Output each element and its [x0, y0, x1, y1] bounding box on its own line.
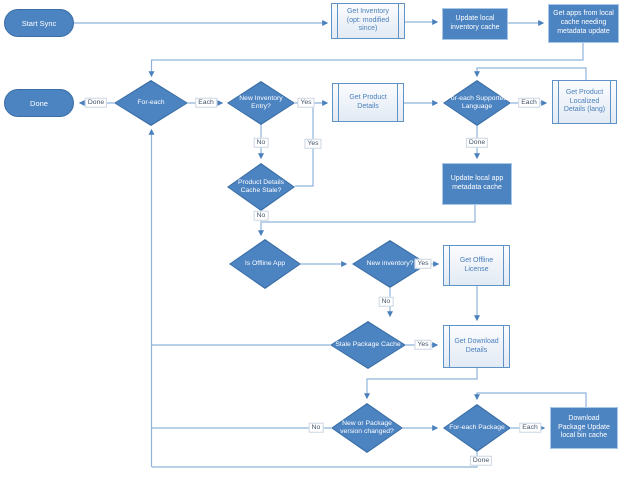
node-product-details-cache-stale: Product Details Cache Stale?: [227, 163, 295, 211]
edge-label-each: Each: [195, 97, 217, 109]
node-label: Get Offline License: [459, 256, 494, 273]
node-label: Get Product Localized Details (lang): [563, 88, 606, 114]
node-label: For-each: [137, 99, 165, 107]
subprocess-bar-left: [337, 4, 338, 38]
node-get-product-details: Get Product Details: [332, 83, 404, 122]
edge-label-no: No: [253, 137, 269, 149]
node-is-offline-app: Is Offline App: [229, 239, 301, 289]
node-label: For-each Package: [449, 424, 505, 432]
edge-label-yes: Yes: [304, 138, 322, 150]
edge-label-each: Each: [518, 97, 540, 109]
node-get-inventory: Get Inventory (opt: modified since): [331, 3, 405, 39]
edge-label-yes: Yes: [297, 97, 315, 109]
node-start-sync: Start Sync: [4, 9, 74, 37]
subprocess-bar-left: [449, 326, 450, 367]
node-get-offline-license: Get Offline License: [443, 245, 510, 286]
node-new-inventory-entry: New Inventory Entry?: [227, 81, 295, 125]
node-label: Stale Package Cache: [335, 341, 401, 349]
node-label: New or Package version changed?: [340, 420, 394, 435]
node-update-local-inventory-cache: Update local inventory cache: [442, 8, 508, 40]
node-new-or-package-version-changed: New or Package version changed?: [331, 403, 403, 453]
subprocess-bar-right: [503, 326, 504, 367]
edge-label-done: Done: [465, 137, 489, 149]
node-get-apps-needing-metadata-update: Get apps from local cache needing metada…: [548, 4, 619, 43]
subprocess-bar-left: [449, 246, 450, 285]
node-get-download-details: Get Download Details: [443, 325, 510, 368]
subprocess-bar-right: [397, 84, 398, 121]
node-label: Get Download Details: [454, 337, 499, 354]
node-label: Is Offline App: [244, 260, 286, 268]
node-label: Get Product Details: [349, 93, 387, 110]
node-for-each-supported-language: For-each Supported Language: [443, 80, 511, 126]
node-update-local-app-metadata-cache: Update local app metadata cache: [442, 163, 512, 205]
edge-label-done: Done: [84, 97, 108, 109]
node-done: Done: [4, 89, 74, 117]
node-download-package: Download Package Update local bin cache: [550, 407, 618, 449]
node-for-each: For-each: [114, 80, 188, 126]
node-label: For-each Supported Language: [446, 95, 508, 110]
subprocess-bar-right: [398, 4, 399, 38]
edge-label-no: No: [378, 296, 394, 308]
node-for-each-package: For-each Package: [443, 404, 511, 452]
edge-label-each: Each: [519, 422, 541, 434]
node-get-product-localized-details: Get Product Localized Details (lang): [552, 80, 617, 124]
edge-label-no: No: [253, 210, 269, 222]
subprocess-bar-right: [610, 81, 611, 123]
node-label: Get Inventory (opt: modified since): [346, 7, 390, 33]
subprocess-bar-right: [503, 246, 504, 285]
edge-label-no: No: [308, 422, 324, 434]
node-stale-package-cache: Stale Package Cache: [330, 321, 406, 369]
edge-label-yes: Yes: [414, 258, 432, 270]
subprocess-bar-left: [338, 84, 339, 121]
node-label: Product Details Cache Stale?: [237, 179, 285, 194]
edge-label-done: Done: [469, 455, 493, 467]
node-label: New Inventory Entry?: [239, 95, 283, 110]
edge-label-yes: Yes: [414, 339, 432, 351]
node-label: New inventory?: [366, 260, 414, 268]
subprocess-bar-left: [558, 81, 559, 123]
